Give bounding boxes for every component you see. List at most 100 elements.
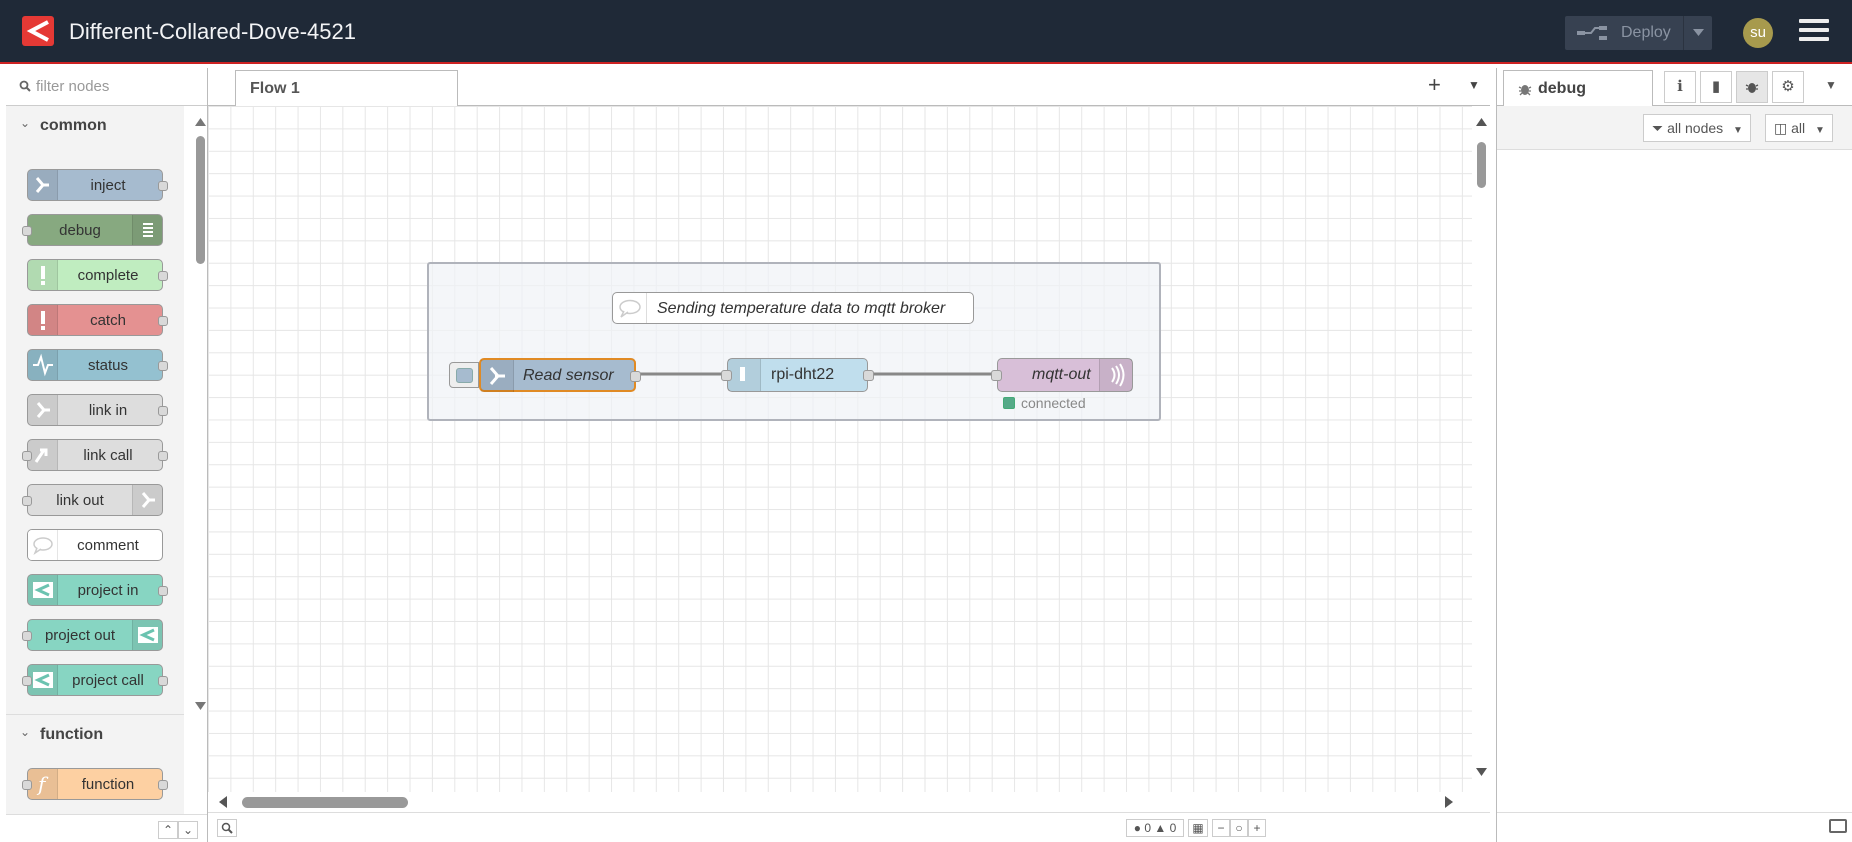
- hamburger-icon: [1799, 19, 1829, 23]
- output-port[interactable]: [158, 586, 168, 596]
- canvas-vscroll-thumb[interactable]: [1477, 142, 1486, 188]
- palette-node-link-in[interactable]: link in: [27, 394, 168, 426]
- comment-icon: [28, 530, 58, 560]
- inject-trigger-button[interactable]: [449, 362, 479, 388]
- monitor-icon[interactable]: [1829, 819, 1847, 833]
- flow-comment[interactable]: Sending temperature data to mqtt broker: [612, 292, 974, 324]
- palette-node-project-in[interactable]: project in: [27, 574, 168, 606]
- output-port[interactable]: [158, 406, 168, 416]
- comment-icon: [613, 293, 647, 323]
- deploy-menu-toggle[interactable]: [1683, 16, 1712, 50]
- config-tab-button[interactable]: ⚙: [1772, 71, 1804, 103]
- output-port[interactable]: [863, 370, 874, 381]
- palette-node-complete[interactable]: complete: [27, 259, 168, 291]
- palette-footer: ⌃ ⌄: [6, 814, 207, 842]
- user-avatar[interactable]: su: [1743, 18, 1773, 48]
- category-common[interactable]: ⌄ common: [6, 106, 184, 146]
- category-label: function: [40, 726, 104, 743]
- search-icon: [19, 80, 31, 92]
- link-icon: [28, 395, 58, 425]
- palette-list: ⌄ common inject debug complete catch: [6, 106, 184, 842]
- zoom-reset-button[interactable]: ○: [1230, 819, 1248, 837]
- output-port[interactable]: [158, 780, 168, 790]
- palette-scroll-thumb[interactable]: [196, 136, 205, 264]
- canvas-horizontal-scrollbar[interactable]: [208, 792, 1490, 812]
- input-port[interactable]: [991, 370, 1002, 381]
- input-port[interactable]: [22, 226, 32, 236]
- palette-node-status[interactable]: status: [27, 349, 168, 381]
- main-menu-button[interactable]: [1799, 19, 1829, 45]
- info-tab-button[interactable]: ℹ: [1664, 71, 1696, 103]
- palette-node-function[interactable]: f function: [22, 768, 168, 800]
- palette-node-project-call[interactable]: project call: [22, 664, 168, 696]
- input-port[interactable]: [721, 370, 732, 381]
- caret-down-icon: ▼: [1733, 125, 1743, 136]
- flow-node-rpi-dht22[interactable]: rpi-dht22: [721, 358, 874, 392]
- trash-icon: ◫: [1774, 120, 1788, 136]
- palette-node-link-out[interactable]: link out: [22, 484, 163, 516]
- scroll-up-icon: [195, 118, 206, 126]
- info-icon: ℹ: [1677, 78, 1683, 95]
- palette-node-debug[interactable]: debug: [22, 214, 163, 246]
- problems-counter[interactable]: ● 0 ▲ 0: [1126, 819, 1184, 837]
- help-tab-button[interactable]: ▮: [1700, 71, 1732, 103]
- palette-node-catch[interactable]: catch: [27, 304, 168, 336]
- output-port[interactable]: [630, 371, 641, 382]
- deploy-button[interactable]: Deploy: [1565, 16, 1712, 50]
- node-group[interactable]: [427, 262, 1161, 421]
- debug-list-icon: [132, 215, 162, 245]
- input-port[interactable]: [22, 631, 32, 641]
- debug-tab-button[interactable]: [1736, 71, 1768, 103]
- flowfuse-logo-icon: [22, 16, 54, 46]
- wire-layer: [636, 372, 997, 376]
- chevron-down-icon: ⌄: [20, 725, 31, 739]
- input-port[interactable]: [22, 496, 32, 506]
- input-port[interactable]: [22, 676, 32, 686]
- canvas-hscroll-thumb[interactable]: [242, 797, 408, 808]
- caret-down-icon: [1693, 29, 1704, 36]
- sidebar-menu-toggle[interactable]: ▼: [1825, 78, 1837, 92]
- flow-canvas[interactable]: Sending temperature data to mqtt broker …: [208, 106, 1490, 812]
- palette-search[interactable]: filter nodes: [6, 68, 207, 106]
- output-port[interactable]: [158, 316, 168, 326]
- debug-toolbar: ⏷ all nodes ▼ ◫ all ▼: [1497, 106, 1852, 150]
- project-icon: [28, 575, 58, 605]
- tab-flow-1[interactable]: Flow 1: [235, 70, 458, 107]
- gear-icon: ⚙: [1781, 78, 1795, 95]
- output-port[interactable]: [158, 361, 168, 371]
- output-port[interactable]: [158, 676, 168, 686]
- canvas-vertical-scrollbar[interactable]: [1472, 106, 1490, 792]
- palette-node-comment[interactable]: comment: [27, 529, 163, 561]
- output-port[interactable]: [158, 181, 168, 191]
- input-port[interactable]: [22, 451, 32, 461]
- output-port[interactable]: [158, 451, 168, 461]
- inject-icon: [481, 360, 514, 392]
- sidebar-tabs: debug ℹ ▮ ⚙ ▼: [1497, 68, 1852, 107]
- navigator-map-icon[interactable]: ▦: [1188, 819, 1208, 837]
- scroll-down-icon: [1476, 768, 1487, 776]
- search-flows-button[interactable]: [217, 819, 237, 837]
- add-flow-button[interactable]: +: [1428, 72, 1441, 97]
- deploy-icon: [1577, 26, 1607, 40]
- palette-search-input[interactable]: filter nodes: [36, 78, 110, 95]
- scroll-down-icon: [195, 702, 206, 710]
- palette-node-project-out[interactable]: project out: [22, 619, 163, 651]
- pulse-icon: [28, 350, 58, 380]
- clear-messages-button[interactable]: ◫ all ▼: [1765, 114, 1833, 142]
- zoom-in-button[interactable]: +: [1248, 819, 1266, 837]
- filter-nodes-button[interactable]: ⏷ all nodes ▼: [1643, 114, 1751, 142]
- palette-node-link-call[interactable]: link call: [22, 439, 168, 471]
- zoom-out-button[interactable]: −: [1212, 819, 1230, 837]
- inject-icon: [28, 170, 58, 200]
- output-port[interactable]: [158, 271, 168, 281]
- expand-all-button[interactable]: ⌄: [178, 821, 198, 839]
- flow-list-menu-button[interactable]: ▼: [1468, 78, 1480, 92]
- collapse-all-button[interactable]: ⌃: [158, 821, 178, 839]
- palette-scrollbar[interactable]: [192, 106, 207, 834]
- tab-debug[interactable]: debug: [1503, 70, 1653, 107]
- category-function[interactable]: ⌄ function: [6, 714, 184, 754]
- input-port[interactable]: [22, 780, 32, 790]
- palette-node-inject[interactable]: inject: [27, 169, 168, 201]
- flow-node-mqtt-out[interactable]: mqtt-out: [991, 358, 1133, 392]
- flow-node-read-sensor[interactable]: Read sensor: [479, 358, 641, 392]
